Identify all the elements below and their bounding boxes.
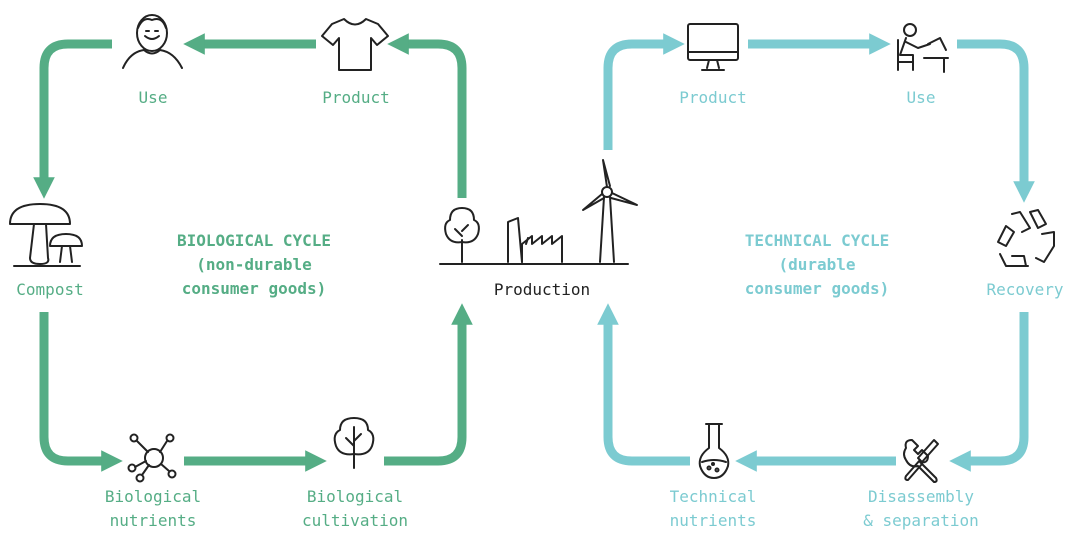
biological-cycle-title: BIOLOGICAL CYCLE (non-durable consumer g… [177, 229, 331, 301]
tools-icon [903, 439, 939, 483]
tech-title-line-3: consumer goods) [744, 279, 890, 298]
mushroom-icon [9, 203, 83, 267]
bio-use-label: Use [138, 88, 168, 107]
arrow-compost-to-nutrients [39, 312, 123, 472]
tech-title-line-1: TECHNICAL CYCLE [744, 231, 890, 250]
tech-title-line-2: (durable [778, 255, 856, 274]
tech-nutrients-line-1: Technical [669, 487, 757, 506]
monitor-icon [687, 23, 739, 71]
tree-icon [333, 417, 375, 469]
bio-nutrients-line-2: nutrients [109, 511, 197, 530]
tech-use-label: Use [906, 88, 936, 107]
flask-icon [698, 423, 730, 479]
tech-recovery-label: Recovery [986, 280, 1064, 299]
production-label: Production [493, 280, 591, 299]
desk-worker-icon [897, 23, 949, 73]
wind-turbine-icon [582, 159, 638, 263]
bio-compost-label: Compost [16, 280, 84, 299]
bio-cultivation-line-2: cultivation [302, 511, 408, 530]
bio-cultivation-line-1: Biological [306, 487, 404, 506]
arrow-cultivation-to-production [384, 303, 473, 466]
person-icon [122, 14, 183, 69]
technical-cycle-arrows [597, 33, 1035, 472]
arrow-recovery-to-disassembly [949, 312, 1029, 472]
arrow-use-to-recovery [957, 39, 1035, 203]
bio-nutrients-line-1: Biological [104, 487, 202, 506]
bio-title-line-1: BIOLOGICAL CYCLE [176, 231, 332, 250]
tech-disassembly-line-1: Disassembly [868, 487, 974, 506]
tech-disassembly-line-2: & separation [863, 511, 979, 530]
bio-title-line-2: (non-durable [196, 255, 312, 274]
tech-nutrients-label: Technical nutrients [670, 485, 757, 533]
technical-cycle-title: TECHNICAL CYCLE (durable consumer goods) [745, 229, 890, 301]
tshirt-icon [321, 18, 389, 71]
factory-icon [507, 217, 563, 263]
bio-product-label: Product [322, 88, 390, 107]
arrow-production-to-product [387, 33, 467, 198]
tech-disassembly-label: Disassembly & separation [863, 485, 979, 533]
biological-cycle-arrows [33, 33, 473, 472]
arrow-production-to-tech-product [603, 33, 685, 150]
tech-nutrients-line-2: nutrients [669, 511, 757, 530]
arrow-use-to-compost [33, 39, 112, 199]
bio-title-line-3: consumer goods) [181, 279, 327, 298]
molecule-icon [127, 433, 177, 483]
production-tree-icon [444, 207, 480, 263]
bio-nutrients-label: Biological nutrients [105, 485, 201, 533]
arrow-tech-nutrients-to-production [597, 303, 690, 466]
recycle-icon [997, 209, 1055, 267]
tech-product-label: Product [679, 88, 747, 107]
bio-cultivation-label: Biological cultivation [302, 485, 408, 533]
